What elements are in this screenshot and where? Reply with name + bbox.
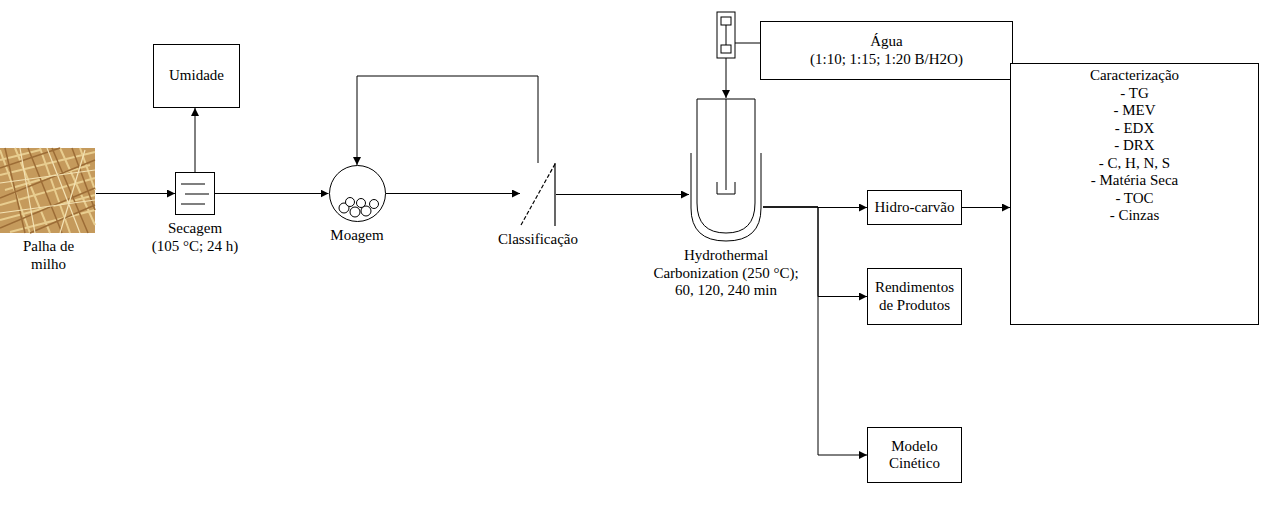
symbol-label: Classificação	[488, 231, 588, 249]
stirrer-shaft	[726, 99, 727, 190]
box-text: - TOC	[1115, 190, 1153, 208]
stirrer-impeller	[717, 182, 735, 194]
mill-balls	[339, 198, 379, 218]
box-text: - C, H, N, S	[1099, 155, 1170, 173]
box-text: - Cinzas	[1110, 207, 1160, 225]
htc-reactor: Hydrothermal Carbonization (250 °C);60, …	[638, 98, 814, 300]
screen-frame	[554, 163, 555, 226]
sieve-classifier: Classificação	[488, 163, 588, 249]
box-text: Modelo Cinético	[873, 438, 956, 473]
symbol-label: Palha de milho	[14, 238, 84, 273]
dryer-body	[176, 173, 215, 215]
symbol-label: Secagem	[135, 220, 255, 238]
mill-drawing	[329, 165, 386, 222]
box-text: Hidro-carvão	[875, 199, 955, 217]
box-text: - EDX	[1115, 120, 1155, 138]
reactor-symbol	[689, 98, 763, 242]
flow-arrow	[556, 194, 689, 195]
screen-drawing	[520, 163, 556, 226]
product-box: Rendimentos de Produtos	[867, 268, 962, 325]
symbol-label: (105 °C; 24 h)	[135, 238, 255, 256]
product-box: Modelo Cinético	[867, 427, 962, 483]
output-box: Umidade	[153, 44, 240, 108]
flow-arrow	[357, 76, 538, 165]
reactor-drawing	[689, 98, 763, 242]
product-box: Hidro-carvão	[867, 190, 962, 225]
box-text: Água	[870, 33, 903, 51]
corn-straw-photo	[0, 148, 95, 233]
input-box: Água(1:10; 1:15; 1:20 B/H2O)	[760, 21, 1013, 80]
analysis-box: Caracterização- TG- MEV- EDX- DRX- C, H,…	[1010, 63, 1259, 325]
flow-arrow	[763, 207, 867, 455]
reactor-vessel	[697, 99, 755, 233]
box-text: - TG	[1120, 85, 1148, 103]
flow-arrow	[962, 207, 1010, 208]
dryer-drawing	[175, 172, 215, 215]
dryer-unit: Secagem(105 °C; 24 h)	[135, 172, 255, 255]
box-text: (1:10; 1:15; 1:20 B/H2O)	[810, 51, 963, 69]
stirrer-motor	[717, 12, 735, 58]
none-symbol	[1, 148, 96, 233]
box-heading: Caracterização	[1090, 67, 1179, 85]
flow-arrow	[215, 193, 329, 194]
symbol-label: 60, 120, 240 min	[646, 282, 806, 300]
box-text: Umidade	[169, 67, 224, 85]
flow-arrow	[386, 193, 521, 194]
none-drawing	[1, 148, 96, 233]
flow-arrow	[195, 108, 196, 172]
raw-material: Palha de milho	[0, 148, 97, 273]
ball-mill: Moagem	[307, 165, 407, 245]
box-text: Rendimentos de Produtos	[873, 279, 956, 314]
symbol-label: Moagem	[307, 227, 407, 245]
screen-mesh	[521, 164, 555, 225]
flow-arrow	[96, 193, 175, 194]
symbol-label: Hydrothermal Carbonization (250 °C);	[646, 247, 806, 282]
box-text: - Matéria Seca	[1091, 172, 1178, 190]
screen-symbol	[520, 163, 556, 226]
flow-arrow	[763, 207, 867, 297]
box-text: - MEV	[1113, 102, 1155, 120]
mill-drum	[329, 166, 385, 222]
mill-symbol	[329, 165, 386, 222]
box-text: - DRX	[1114, 137, 1154, 155]
dryer-symbol	[175, 172, 215, 215]
dryer-trays	[181, 184, 209, 204]
